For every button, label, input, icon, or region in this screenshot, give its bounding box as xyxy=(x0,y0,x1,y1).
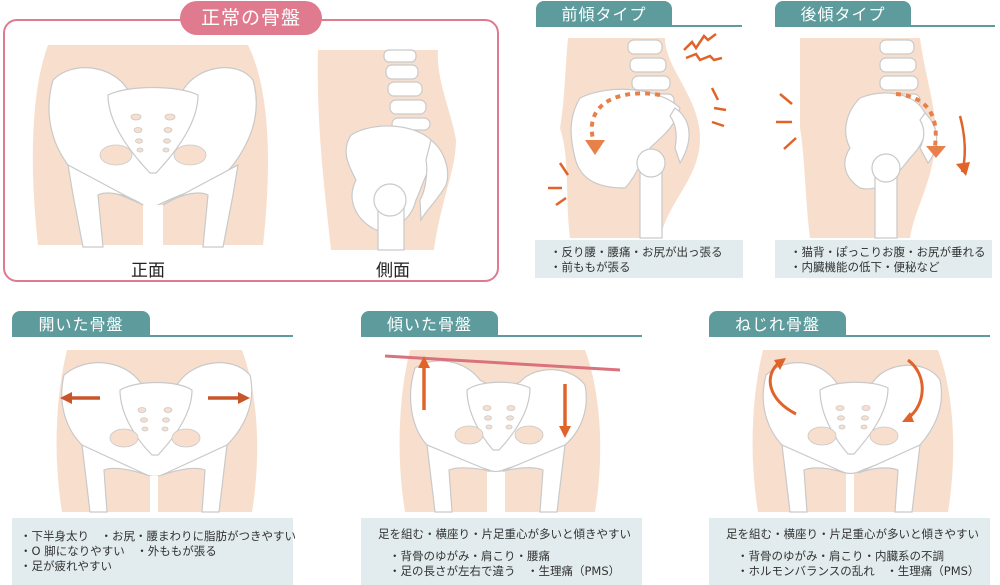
tilted-pelvis-illustration xyxy=(399,350,601,513)
note-line: ・足の長さが左右で違う ・生理痛（PMS） xyxy=(389,564,621,578)
tilt-indicator-arrows-icon xyxy=(384,354,621,438)
anterior-tilt-title: 前傾タイプ xyxy=(536,1,672,27)
side-view-label: 側面 xyxy=(376,261,410,281)
posterior-tilt-title: 後傾タイプ xyxy=(775,1,911,27)
note-line: ・下半身太り ・お尻・腰まわりに脂肪がつきやすい xyxy=(20,529,296,543)
open-pelvis-notes: ・下半身太り ・お尻・腰まわりに脂肪がつきやすい ・O 脚になりやすい ・外もも… xyxy=(12,518,296,585)
note-lead: 足を組む・横座り・片足重心が多いと傾きやすい xyxy=(378,527,631,541)
open-pelvis-divider xyxy=(12,335,293,337)
note-line: ・背骨のゆがみ・肩こり・腰痛 xyxy=(389,549,550,563)
note-lead: 足を組む・横座り・片足重心が多いと傾きやすい xyxy=(726,527,979,541)
anterior-strain-marks-icon xyxy=(548,33,727,207)
note-line: ・内臓機能の低下・便秘など xyxy=(790,260,940,274)
twisted-pelvis-illustration xyxy=(752,350,954,513)
tilted-pelvis-notes: 足を組む・横座り・片足重心が多いと傾きやすい ・背骨のゆがみ・肩こり・腰痛 ・足… xyxy=(361,518,642,585)
front-view-label: 正面 xyxy=(131,261,165,281)
note-line: ・猫背・ぽっこりお腹・お尻が垂れる xyxy=(790,245,986,259)
posterior-tilt-divider xyxy=(775,25,995,27)
tilted-pelvis-title: 傾いた骨盤 xyxy=(361,311,498,337)
note-line: ・前ももが張る xyxy=(550,260,631,274)
note-line: ・O 脚になりやすい ・外ももが張る xyxy=(20,544,217,558)
twisted-pelvis-divider xyxy=(709,335,990,337)
twisted-pelvis-title: ねじれ骨盤 xyxy=(709,311,846,337)
anterior-tilt-illustration xyxy=(560,38,700,239)
anterior-tilt-notes: ・反り腰・腰痛・お尻が出っ張る ・前ももが張る xyxy=(535,240,743,278)
posterior-strain-marks-icon xyxy=(776,93,970,176)
posterior-tilt-notes: ・猫背・ぽっこりお腹・お尻が垂れる ・内臓機能の低下・便秘など xyxy=(775,240,992,278)
note-line: ・ホルモンバランスの乱れ ・生理痛（PMS） xyxy=(737,564,980,578)
open-pelvis-illustration xyxy=(56,350,258,513)
note-line: ・足が疲れやすい xyxy=(20,559,112,573)
normal-pelvis-title: 正常の骨盤 xyxy=(180,1,322,35)
pelvis-side-illustration xyxy=(317,49,456,251)
open-pelvis-title: 開いた骨盤 xyxy=(12,311,150,337)
pelvis-front-illustration xyxy=(32,45,268,248)
tilted-pelvis-divider xyxy=(361,335,642,337)
twisted-pelvis-notes: 足を組む・横座り・片足重心が多いと傾きやすい ・背骨のゆがみ・肩こり・内臓系の不… xyxy=(709,518,990,585)
note-line: ・背骨のゆがみ・肩こり・内臓系の不調 xyxy=(737,549,944,563)
posterior-tilt-illustration xyxy=(800,38,946,239)
note-line: ・反り腰・腰痛・お尻が出っ張る xyxy=(550,245,723,259)
anterior-tilt-divider xyxy=(536,25,742,27)
